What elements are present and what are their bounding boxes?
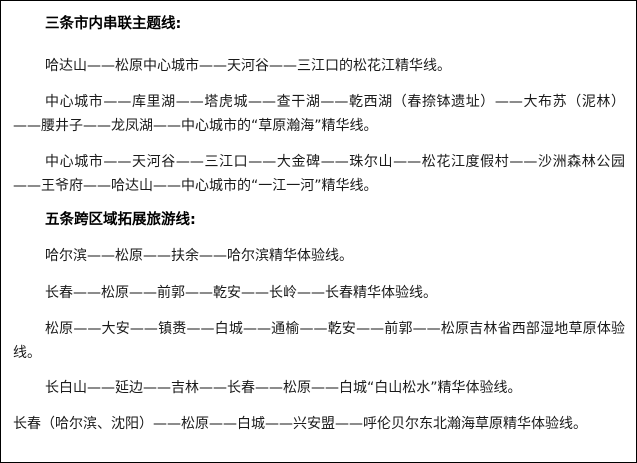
route-grassland-sea: 中心城市——库里湖——塔虎城——查干湖——乾西湖（春捺钵遗址）——大布苏（泥林）… [13,94,625,134]
route-one-river-one-river: 中心城市——天河谷——三江口——大金碑——珠尔山——松花江度假村——沙洲森林公园… [13,154,625,194]
route-harbin-experience: 哈尔滨——松原——扶余——哈尔滨精华体验线。 [45,248,353,264]
route-northeast-grassland: 长春（哈尔滨、沈阳）——松原——白城——兴安盟——呼伦贝尔东北瀚海草原精华体验线… [13,416,587,432]
route-changbai-mountain: 长白山——延边——吉林——长春——松原——白城“白山松水”精华体验线。 [45,380,522,396]
heading-five-cross-region-routes: 五条跨区域拓展旅游线: [45,212,196,228]
route-hadashan-songhua-river: 哈达山——松原中心城市——天河谷——三江口的松花江精华线。 [45,58,451,74]
route-changchun-experience: 长春——松原——前郭——乾安——长岭——长春精华体验线。 [45,285,437,301]
route-western-jilin-wetland: 松原——大安——镇赉——白城——通榆——乾安——前郭——松原吉林省西部湿地草原体… [13,321,625,361]
heading-three-city-routes: 三条市内串联主题线: [45,16,182,32]
